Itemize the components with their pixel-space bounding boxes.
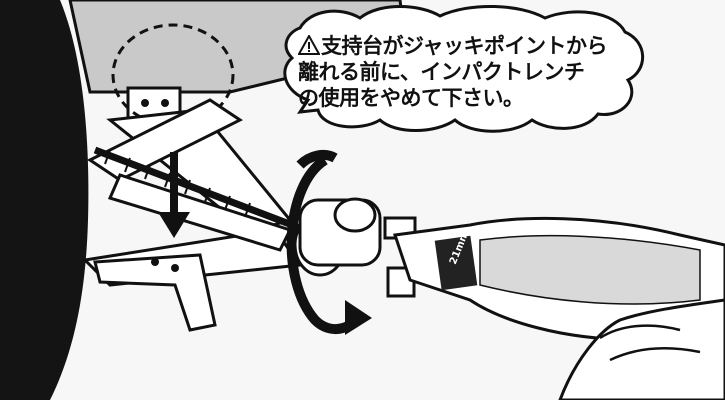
bracket-hole xyxy=(161,99,169,107)
warning-text-2: 離れる前に、インパクトレンチ xyxy=(298,60,585,84)
finger xyxy=(599,324,681,340)
warning-triangle-icon xyxy=(298,35,320,55)
base-hole xyxy=(171,264,179,272)
downward-arrow-icon xyxy=(158,152,190,238)
warning-line-1: 支持台がジャッキポイントから xyxy=(298,33,628,59)
warning-text-3: の使用をやめて下さい。 xyxy=(298,86,524,110)
socket-label-band xyxy=(434,235,478,291)
socket-extension xyxy=(293,197,382,277)
jack-screw xyxy=(93,146,302,232)
tire xyxy=(0,0,89,400)
rotation-arrow-icon xyxy=(286,149,365,334)
jack-base xyxy=(93,253,217,332)
speech-bubble xyxy=(283,4,645,133)
finger xyxy=(609,347,701,362)
warning-text-1: 支持台がジャッキポイントから xyxy=(321,34,607,58)
base-hole xyxy=(151,258,159,266)
warning-message: 支持台がジャッキポイントから 離れる前に、インパクトレンチ の使用をやめて下さい… xyxy=(298,33,628,111)
rotation-arrowhead xyxy=(345,300,372,335)
wrench-shading xyxy=(479,234,701,305)
dashed-circle-highlight xyxy=(111,23,235,127)
bracket-hole xyxy=(141,99,149,107)
